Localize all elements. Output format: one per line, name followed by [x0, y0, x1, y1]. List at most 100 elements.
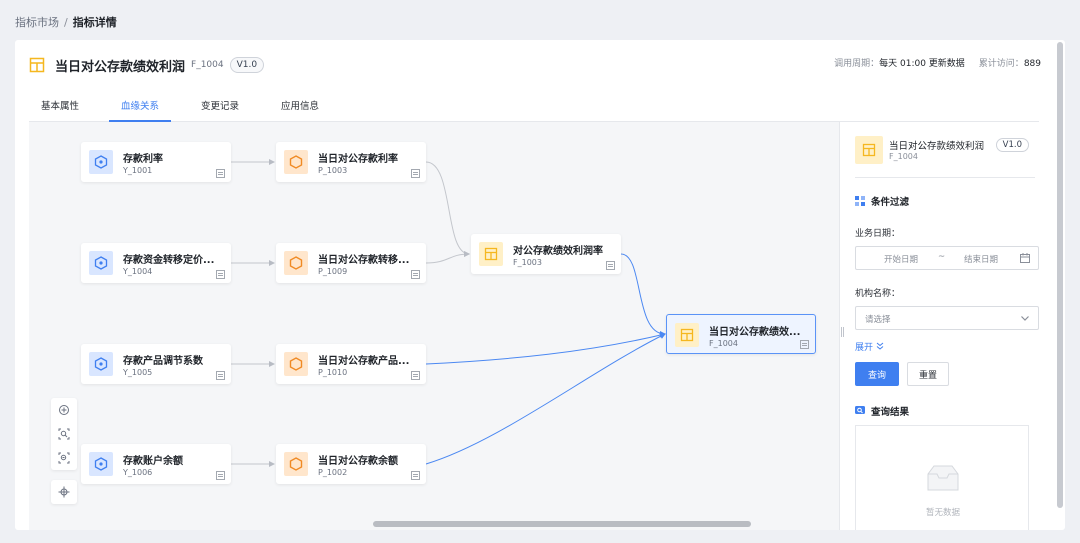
detail-card: 当日对公存款绩效利润 F_1004 V1.0 调用周期：每天 01:00 更新数… — [15, 40, 1065, 530]
tab-application-info[interactable]: 应用信息 — [281, 101, 320, 112]
document-icon[interactable] — [606, 261, 615, 270]
process-metric-icon — [284, 251, 308, 275]
node-name: 存款账户余额 — [123, 456, 183, 467]
document-icon[interactable] — [411, 471, 420, 480]
query-button[interactable]: 查询 — [855, 362, 899, 386]
tab-bar: 基本属性 血缘关系 变更记录 应用信息 — [29, 98, 1039, 122]
date-range-picker[interactable]: 开始日期 ~ 结束日期 — [855, 246, 1039, 270]
drag-handle-icon[interactable] — [841, 327, 844, 337]
node-name: 当日对公存款产品... — [318, 356, 410, 367]
lineage-node[interactable]: 存款利率 Y_1001 — [81, 142, 231, 182]
result-section-label: 查询结果 — [871, 407, 910, 418]
node-name: 存款利率 — [123, 154, 163, 165]
process-metric-icon — [284, 150, 308, 174]
date-range-separator: ~ — [938, 252, 946, 262]
expand-label: 展开 — [855, 343, 874, 353]
panel-splitter[interactable] — [839, 122, 845, 530]
tab-change-log[interactable]: 变更记录 — [201, 101, 240, 112]
lineage-node[interactable]: 存款资金转移定价... Y_1004 — [81, 243, 231, 283]
tab-lineage[interactable]: 血缘关系 — [109, 98, 172, 122]
panel-code: F_1004 — [889, 152, 918, 161]
date-end-placeholder: 结束日期 — [964, 255, 999, 265]
node-code: Y_1005 — [123, 368, 153, 377]
empty-box-icon — [927, 465, 959, 491]
lineage-node[interactable]: 当日对公存款转移... P_1009 — [276, 243, 426, 283]
edge — [425, 251, 470, 264]
calendar-icon[interactable] — [1020, 253, 1030, 263]
breadcrumb-separator: / — [64, 16, 68, 29]
edge — [620, 253, 666, 337]
lineage-node[interactable]: 当日对公存款产品... P_1010 — [276, 344, 426, 384]
document-icon[interactable] — [216, 169, 225, 178]
lineage-edges — [231, 159, 666, 467]
filter-grid-icon — [855, 196, 865, 206]
node-name: 存款产品调节系数 — [123, 356, 203, 367]
filter-section-heading: 条件过滤 — [855, 194, 909, 208]
tab-basic-attributes[interactable]: 基本属性 — [41, 101, 80, 112]
visits-value: 889 — [1023, 59, 1041, 69]
document-icon[interactable] — [216, 371, 225, 380]
lineage-node[interactable]: 存款产品调节系数 Y_1005 — [81, 344, 231, 384]
derived-metric-icon — [479, 242, 503, 266]
breadcrumb: 指标市场 / 指标详情 — [15, 14, 117, 30]
edge — [425, 333, 666, 465]
horizontal-scrollbar[interactable] — [29, 520, 839, 528]
node-name: 当日对公存款转移... — [318, 255, 410, 266]
visits-label: 累计访问： — [978, 59, 1024, 69]
source-metric-icon — [89, 150, 113, 174]
lineage-node[interactable]: 对公存款绩效利润率 F_1003 — [471, 234, 621, 274]
date-start-placeholder: 开始日期 — [884, 255, 919, 265]
expand-filters-link[interactable]: 展开 — [855, 340, 884, 353]
node-code: P_1003 — [318, 166, 348, 175]
node-name: 当日对公存款绩效... — [709, 327, 801, 338]
node-code: F_1003 — [513, 258, 542, 267]
lineage-node[interactable]: 当日对公存款余额 P_1002 — [276, 444, 426, 484]
derived-metric-icon — [675, 323, 699, 347]
vertical-scrollbar[interactable] — [1057, 40, 1063, 510]
edge — [425, 332, 666, 365]
lineage-node[interactable]: 当日对公存款利率 P_1003 — [276, 142, 426, 182]
zoom-out-icon[interactable] — [51, 446, 77, 470]
lineage-node[interactable]: 存款账户余额 Y_1006 — [81, 444, 231, 484]
metric-table-icon — [29, 57, 45, 73]
edge — [425, 161, 470, 257]
schedule-value: 每天 01:00 更新数据 — [879, 59, 965, 69]
header-meta: 调用周期：每天 01:00 更新数据 累计访问：889 — [834, 56, 1041, 69]
node-code: Y_1006 — [123, 468, 153, 477]
chevron-down-icon — [1021, 316, 1029, 321]
org-select-placeholder: 请选择 — [865, 315, 891, 325]
source-metric-icon — [89, 251, 113, 275]
scrollbar-thumb[interactable] — [1057, 42, 1063, 508]
empty-text: 暂无数据 — [925, 508, 960, 518]
document-icon[interactable] — [411, 371, 420, 380]
document-icon[interactable] — [411, 169, 420, 178]
node-code: F_1004 — [709, 339, 738, 348]
document-icon[interactable] — [216, 270, 225, 279]
breadcrumb-current: 指标详情 — [72, 16, 117, 29]
fit-view-icon[interactable] — [51, 398, 77, 422]
detail-panel: 当日对公存款绩效利润 F_1004 V1.0 条件过滤 业务日期： 开始日期 ~… — [845, 122, 1045, 530]
scrollbar-thumb[interactable] — [373, 521, 751, 527]
document-icon[interactable] — [800, 340, 809, 349]
node-name: 当日对公存款余额 — [318, 456, 398, 467]
document-icon[interactable] — [411, 270, 420, 279]
center-view-icon[interactable] — [51, 480, 77, 504]
date-label: 业务日期： — [855, 229, 901, 239]
node-code: P_1009 — [318, 267, 348, 276]
reset-button[interactable]: 重置 — [907, 362, 949, 386]
document-icon[interactable] — [216, 471, 225, 480]
page-title: 当日对公存款绩效利润 — [55, 59, 186, 75]
result-area: 暂无数据 — [855, 425, 1029, 530]
lineage-node-selected[interactable]: 当日对公存款绩效... F_1004 — [666, 314, 816, 354]
filter-section-label: 条件过滤 — [871, 197, 910, 208]
org-select[interactable]: 请选择 — [855, 306, 1039, 330]
node-code: P_1010 — [318, 368, 348, 377]
search-result-icon — [855, 406, 865, 414]
zoom-in-icon[interactable] — [51, 422, 77, 446]
lineage-canvas[interactable]: 存款利率 Y_1001 存款资金转移定价... Y_1004 存款产品调节系数 … — [29, 122, 839, 530]
version-badge: V1.0 — [229, 57, 265, 73]
schedule-label: 调用周期： — [834, 59, 880, 69]
process-metric-icon — [284, 452, 308, 476]
breadcrumb-parent[interactable]: 指标市场 — [15, 16, 59, 29]
process-metric-icon — [284, 352, 308, 376]
